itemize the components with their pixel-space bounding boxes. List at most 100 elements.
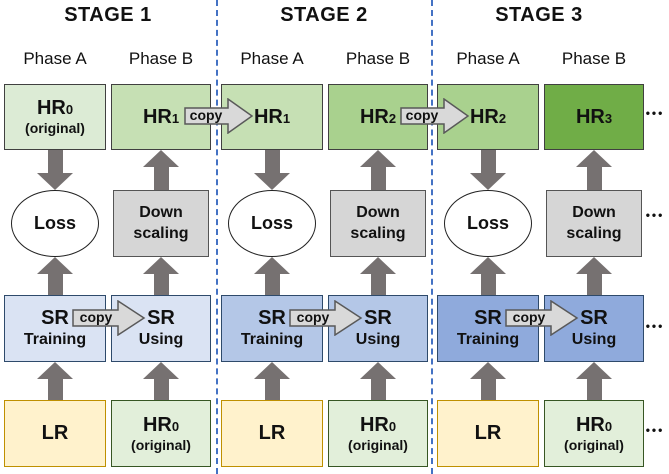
sr-mode-label: Training bbox=[23, 331, 87, 349]
hr-subscript: 2 bbox=[388, 111, 397, 126]
flow-arrow-up-icon bbox=[143, 150, 179, 190]
arrow-head bbox=[576, 150, 612, 167]
arrow-head bbox=[254, 362, 290, 379]
flow-arrow-up-icon bbox=[576, 150, 612, 190]
hr-label: HR2 bbox=[360, 107, 396, 127]
ellipsis-downscaling-row: ••• bbox=[645, 208, 665, 222]
hr-label-main: HR bbox=[575, 413, 605, 436]
arrow-stem bbox=[370, 379, 386, 400]
arrow-head bbox=[143, 150, 179, 167]
loss-label: Loss bbox=[250, 213, 293, 233]
flow-arrow-up-icon bbox=[254, 257, 290, 295]
hr-subscript: 0 bbox=[65, 102, 74, 117]
sr-label: SR bbox=[580, 307, 608, 330]
loss-ellipse: Loss bbox=[228, 190, 316, 257]
flow-arrow-up-icon bbox=[576, 257, 612, 295]
sr-mode-label: Using bbox=[355, 331, 401, 349]
stage-title: STAGE 1 bbox=[64, 4, 152, 26]
sr-using-box: SR Using bbox=[111, 295, 211, 362]
copy-label: copy bbox=[297, 309, 330, 325]
hr0-original-input-box: HR0 (original) bbox=[111, 400, 211, 467]
sr-mode-label: Training bbox=[240, 331, 304, 349]
downscaling-label: Down scaling bbox=[350, 203, 406, 242]
arrow-head bbox=[143, 257, 179, 274]
flow-arrow-up-icon bbox=[470, 257, 506, 295]
loss-label: Loss bbox=[466, 213, 509, 233]
phase-a-label: Phase A bbox=[240, 49, 304, 68]
phase-a-label: Phase A bbox=[23, 49, 87, 68]
sr-training-box: SR Training bbox=[437, 295, 539, 362]
downscaling-box: Down scaling bbox=[546, 190, 642, 257]
lr-label: LR bbox=[41, 422, 69, 444]
arrow-head bbox=[576, 362, 612, 379]
arrow-stem bbox=[264, 379, 280, 400]
hr-label: HR0 bbox=[576, 415, 612, 435]
copy-arrow-icon: copy bbox=[184, 97, 254, 139]
stage-separator-2 bbox=[431, 0, 433, 474]
arrow-stem bbox=[47, 150, 63, 173]
copy-label: copy bbox=[80, 309, 113, 325]
flow-arrow-down-icon bbox=[470, 150, 506, 190]
arrow-head bbox=[360, 257, 396, 274]
loss-ellipse: Loss bbox=[11, 190, 99, 257]
arrow-head bbox=[37, 362, 73, 379]
phase-b-label: Phase B bbox=[561, 49, 627, 68]
phase-a-label: Phase A bbox=[456, 49, 520, 68]
hr-label-main: HR bbox=[142, 106, 172, 128]
flow-arrow-up-icon bbox=[143, 257, 179, 295]
stage-3: STAGE 3 Phase A Phase B HR2 HR3 Loss Dow… bbox=[433, 0, 645, 474]
sr-mode-label: Using bbox=[138, 331, 184, 349]
arrow-stem bbox=[480, 150, 496, 173]
sr-label: SR bbox=[258, 307, 286, 330]
flow-arrow-down-icon bbox=[37, 150, 73, 190]
hr-label-main: HR bbox=[36, 97, 66, 119]
hr-output-box-phase-a: HR0 (original) bbox=[4, 84, 106, 150]
hr-label: HR0 bbox=[360, 415, 396, 435]
stage-title: STAGE 3 bbox=[495, 4, 583, 26]
hr-subscript: 1 bbox=[171, 111, 180, 126]
sr-mode-label: Training bbox=[456, 331, 520, 349]
hr-label: HR3 bbox=[576, 107, 612, 127]
arrow-stem bbox=[47, 379, 63, 400]
copy-arrow-shape bbox=[505, 299, 579, 337]
flow-arrow-up-icon bbox=[576, 362, 612, 400]
flow-arrow-down-icon bbox=[254, 150, 290, 190]
sr-training-box: SR Training bbox=[221, 295, 323, 362]
arrow-stem bbox=[264, 274, 280, 295]
sr-training-box: SR Training bbox=[4, 295, 106, 362]
ellipsis-sr-row: ••• bbox=[645, 319, 665, 333]
arrow-stem bbox=[586, 379, 602, 400]
original-note: (original) bbox=[564, 436, 624, 453]
stage-separator-1 bbox=[216, 0, 218, 474]
flow-arrow-up-icon bbox=[360, 362, 396, 400]
sr-mode-label: Using bbox=[571, 331, 617, 349]
hr-subscript: 0 bbox=[388, 418, 397, 434]
arrow-stem bbox=[153, 379, 169, 400]
stage-title: STAGE 2 bbox=[280, 4, 368, 26]
arrow-head bbox=[37, 257, 73, 274]
downscaling-box: Down scaling bbox=[113, 190, 209, 257]
hr0-original-input-box: HR0 (original) bbox=[544, 400, 644, 467]
sr-label: SR bbox=[147, 307, 175, 330]
downscaling-label: Down scaling bbox=[133, 203, 189, 242]
arrow-head bbox=[143, 362, 179, 379]
copy-arrow-icon: copy bbox=[505, 299, 579, 341]
copy-arrow-shape bbox=[72, 299, 146, 337]
lr-input-box: LR bbox=[437, 400, 539, 467]
arrow-head bbox=[37, 173, 73, 190]
flow-arrow-up-icon bbox=[470, 362, 506, 400]
arrow-stem bbox=[586, 274, 602, 295]
arrow-head bbox=[576, 257, 612, 274]
copy-arrow-shape bbox=[184, 97, 254, 135]
flow-arrow-up-icon bbox=[360, 257, 396, 295]
arrow-head bbox=[470, 173, 506, 190]
original-note: (original) bbox=[348, 436, 408, 453]
downscaling-label: Down scaling bbox=[566, 203, 622, 242]
arrow-head bbox=[470, 257, 506, 274]
lr-input-box: LR bbox=[4, 400, 106, 467]
arrow-head bbox=[470, 362, 506, 379]
flow-arrow-up-icon bbox=[254, 362, 290, 400]
arrow-stem bbox=[47, 274, 63, 295]
ellipsis-hr-row: ••• bbox=[645, 106, 665, 120]
